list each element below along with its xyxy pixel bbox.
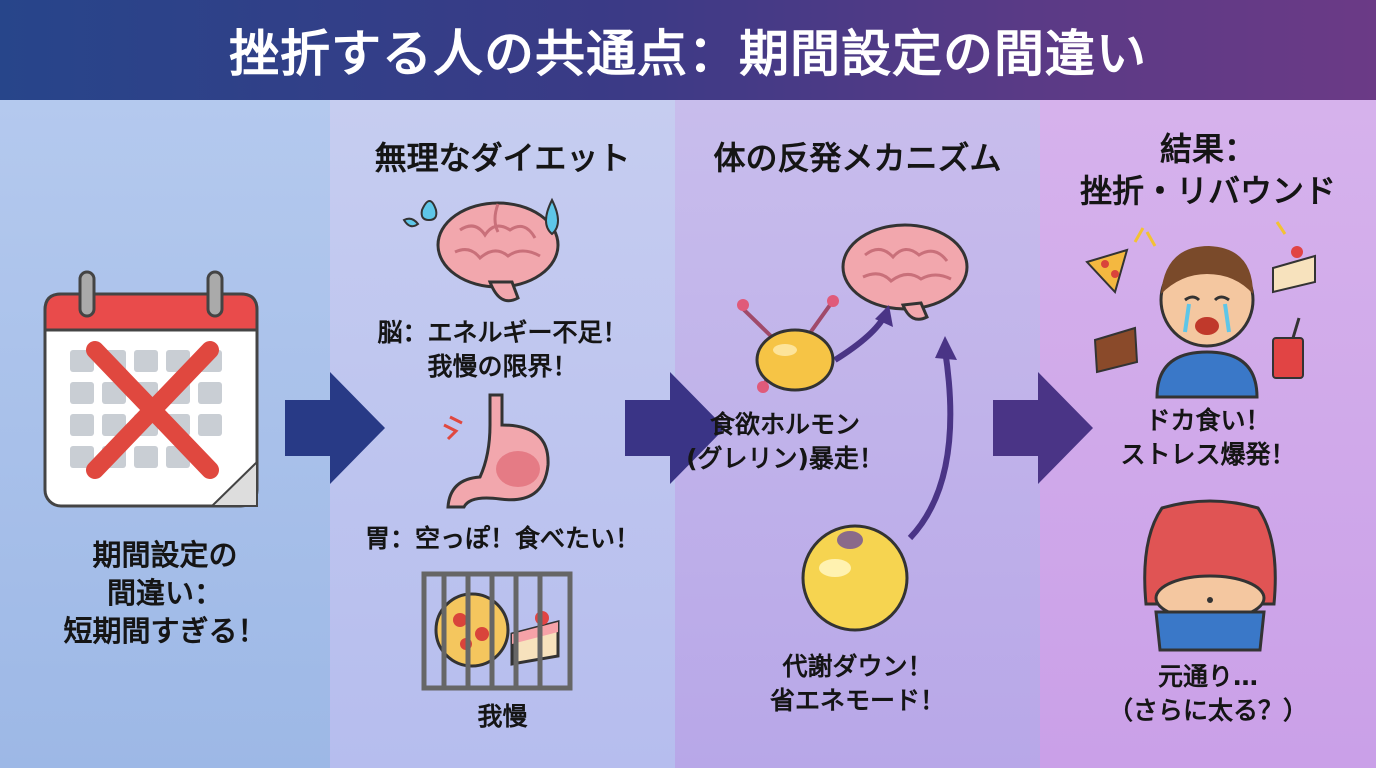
arrow-right-icon: [285, 372, 385, 484]
caption-line: （さらに太る？）: [1107, 696, 1308, 725]
caption-line: 代謝ダウン！: [782, 652, 933, 681]
hormone-to-brain-icon: [737, 223, 969, 393]
arrow-right-icon: [625, 372, 725, 484]
caption-line: 間違い：: [106, 576, 223, 610]
header-banner: [0, 0, 1376, 100]
overweight-belly-icon: [1143, 499, 1277, 652]
metabolism-cell-icon: [801, 336, 957, 632]
empty-stomach-icon: [443, 393, 550, 509]
arrow-right-icon: [993, 372, 1093, 484]
panel-heading: 挫折・リバウンド: [1079, 172, 1336, 210]
caption-line: 短期間すぎる！: [63, 614, 267, 648]
caption-line: 食欲ホルモン: [709, 410, 860, 439]
stomach-caption: 胃：空っぽ！食べたい！: [364, 524, 640, 553]
panel-heading: 結果：: [1159, 130, 1256, 168]
caption-line: 期間設定の: [92, 538, 238, 572]
sweating-brain-icon: [402, 197, 560, 303]
crying-binge-icon: [1085, 221, 1316, 399]
caption-line: 省エネモード！: [769, 686, 945, 715]
panel-heading: 無理なダイエット: [374, 139, 631, 177]
caption-line: 元通り…: [1157, 662, 1258, 691]
calendar-x-icon: [43, 270, 259, 508]
caption-line: (グレリン)暴走！: [686, 444, 884, 473]
caption-line: ストレス爆発！: [1120, 440, 1296, 469]
caged-food-icon: [421, 571, 573, 691]
panel-result: [1040, 100, 1376, 768]
caption-line: 我慢の限界！: [427, 352, 578, 381]
panel-body-rebound-mechanism: [675, 100, 1040, 768]
panel-heading: 体の反発メカニズム: [713, 139, 1002, 177]
page-title: 挫折する人の共通点：期間設定の間違い: [229, 25, 1147, 83]
caption-line: ドカ食い！: [1145, 406, 1271, 435]
cage-caption: 我慢: [477, 702, 528, 731]
caption-line: 脳：エネルギー不足！: [377, 318, 628, 347]
